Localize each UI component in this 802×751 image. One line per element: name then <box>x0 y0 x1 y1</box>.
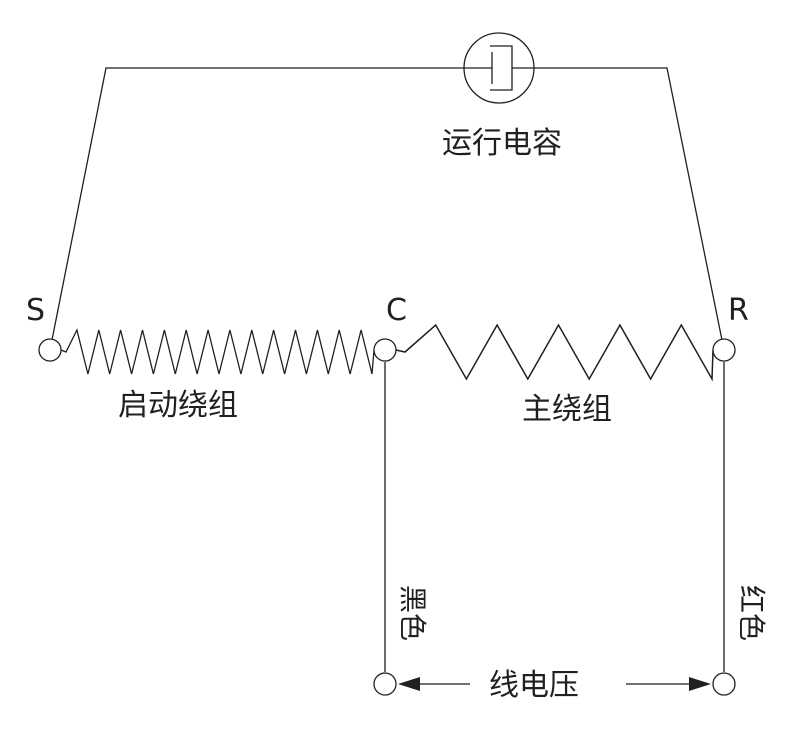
start-winding-label: 启动绕组 <box>118 388 238 423</box>
terminal-s-label: S <box>26 293 45 328</box>
top-wire-left <box>49 67 464 351</box>
start-winding-coil <box>60 328 375 375</box>
main-winding-coil <box>395 323 714 382</box>
terminal-c <box>373 338 397 362</box>
terminal-red-lead <box>712 672 736 696</box>
capacitor-plate-right <box>490 45 513 91</box>
left-arrowhead-icon <box>398 677 420 691</box>
terminal-r-label: R <box>728 293 749 328</box>
right-arrowhead-icon <box>689 677 711 691</box>
terminal-black-lead <box>373 672 397 696</box>
top-wire-right <box>535 67 725 351</box>
line-voltage-label: 线电压 <box>489 668 579 703</box>
terminal-s <box>38 338 62 362</box>
red-wire-label: 红色 <box>735 585 768 641</box>
run-capacitor-symbol <box>463 32 535 104</box>
run-capacitor-label: 运行电容 <box>442 126 562 161</box>
terminal-c-label: C <box>386 293 407 328</box>
main-winding-label: 主绕组 <box>522 392 612 427</box>
black-wire-label: 黑色 <box>396 585 429 641</box>
terminal-r <box>712 338 736 362</box>
